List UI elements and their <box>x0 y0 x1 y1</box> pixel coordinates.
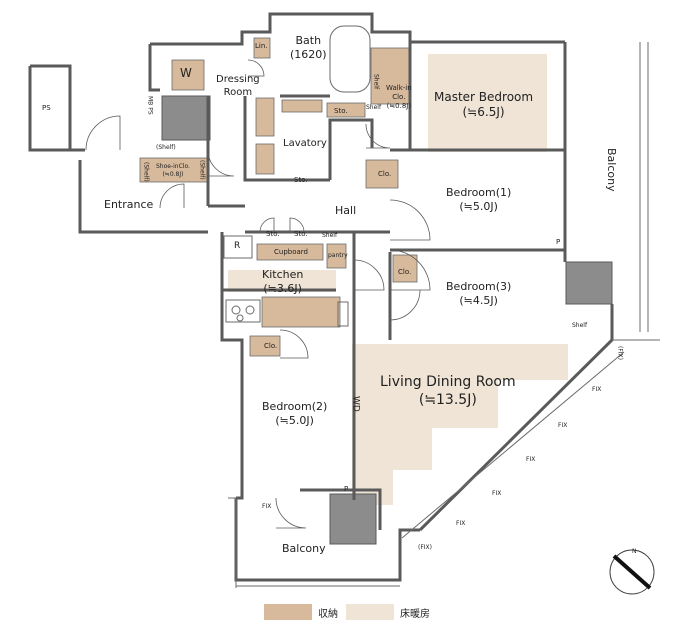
ps-label: PS <box>42 104 51 112</box>
clo-b3-label: Clo. <box>398 268 412 276</box>
walkin-storage <box>370 47 410 105</box>
service-shafts <box>161 95 613 545</box>
balcony-right-label: Balcony <box>604 148 618 192</box>
living-room-heating <box>352 344 568 505</box>
lin-label: Lin. <box>255 42 268 50</box>
counter-storage <box>261 296 341 328</box>
floor-heating-zones <box>228 54 568 505</box>
living-dining-room-label: Living Dining Room(≒13.5J) <box>380 374 516 408</box>
legend-floor-heating-label: 床暖房 <box>400 609 430 620</box>
kitchen-heating <box>228 270 336 292</box>
lavatory-counter <box>255 97 275 137</box>
shoe-closet-label: Shoe-inClo.(≒0.8J) <box>156 163 190 178</box>
clo-b3-storage <box>392 254 418 283</box>
clo-b1-storage <box>365 159 399 189</box>
mbps-label: MB PS <box>146 96 154 115</box>
lavatory-counter-2 <box>255 143 275 175</box>
bedroom1-label: Bedroom(1)(≒5.0J) <box>446 186 512 213</box>
shelf-walkin-label: Shelf <box>372 74 380 90</box>
shelf-right-label: (Shelf) <box>198 160 206 180</box>
clo-b1-label: Clo. <box>378 170 392 178</box>
p-bottom-label: P <box>344 485 349 493</box>
sto2-label: Sto. <box>294 230 308 238</box>
pantry-label: pantry <box>328 252 348 259</box>
bath-label: Bath(1620) <box>290 34 327 61</box>
fix-edge-label: FIX <box>456 520 466 527</box>
fix-4-label: FIX <box>492 490 502 497</box>
shelf-top-label: (Shelf) <box>156 144 176 151</box>
door-swings <box>85 59 431 529</box>
sto-lav-label: Sto. <box>334 107 348 115</box>
fix-paren-right-label: (FIX) <box>616 346 624 361</box>
shelf-balcony-label: Shelf <box>572 322 588 329</box>
cupboard-storage <box>256 243 324 261</box>
master-bedroom-label: Master Bedroom(≒6.5J) <box>434 90 534 119</box>
fix-2-label: FIX <box>558 422 568 429</box>
cupboard-label: Cupboard <box>274 248 308 256</box>
kitchen-label: Kitchen(≒3.6J) <box>262 268 304 295</box>
legend-storage-swatch <box>264 604 312 620</box>
balcony-bottom-label: Balcony <box>282 542 326 555</box>
sto-bath-storage <box>281 99 323 113</box>
lin-storage <box>253 37 271 59</box>
fix-1-label: FIX <box>592 386 602 393</box>
shoe-storage <box>139 157 209 183</box>
refrigerator-label: R <box>234 241 241 251</box>
legend-storage-label: 収納 <box>318 609 338 620</box>
w-label: W <box>180 66 192 80</box>
pantry-storage <box>326 243 347 269</box>
bottom-shaft <box>329 493 377 545</box>
bathtub <box>329 25 371 93</box>
compass <box>609 549 655 595</box>
thin-lines <box>223 25 660 588</box>
shelf-hall-label: Shelf <box>322 232 338 239</box>
wd-label: WD <box>350 396 361 412</box>
bedroom3-label: Bedroom(3)(≒4.5J) <box>446 280 512 307</box>
fix-paren-bottom-label: (FIX) <box>418 544 433 551</box>
kitchen-end <box>337 301 349 327</box>
cooktop <box>225 299 261 323</box>
p-right-label: P <box>556 238 561 246</box>
hall-label: Hall <box>335 204 357 217</box>
sto-lav-storage <box>326 102 366 118</box>
fix-bottom-label: FIX <box>262 503 272 510</box>
legend-floor-heating-swatch <box>346 604 394 620</box>
refrigerator-space <box>223 235 253 259</box>
w-storage <box>171 59 205 91</box>
fix-3-label: FIX <box>526 456 536 463</box>
shelf-left-label: (Shelf) <box>142 162 150 182</box>
walls <box>28 12 614 582</box>
storage-zones <box>139 37 418 357</box>
clo-b2-storage <box>249 335 281 357</box>
shelf-side-label: Shelf <box>366 104 382 111</box>
sto-bath-label: Sto. <box>294 176 308 184</box>
clo-b2-label: Clo. <box>264 342 278 350</box>
sto1-label: Sto. <box>266 230 280 238</box>
entrance-label: Entrance <box>104 198 154 211</box>
right-shaft <box>565 261 613 305</box>
lavatory-label: Lavatory <box>283 138 327 149</box>
mbps-shaft <box>161 95 211 141</box>
bedroom2-label: Bedroom(2)(≒5.0J) <box>262 400 328 427</box>
compass-north-label: N <box>632 548 637 555</box>
master-bedroom-heating <box>428 54 547 152</box>
